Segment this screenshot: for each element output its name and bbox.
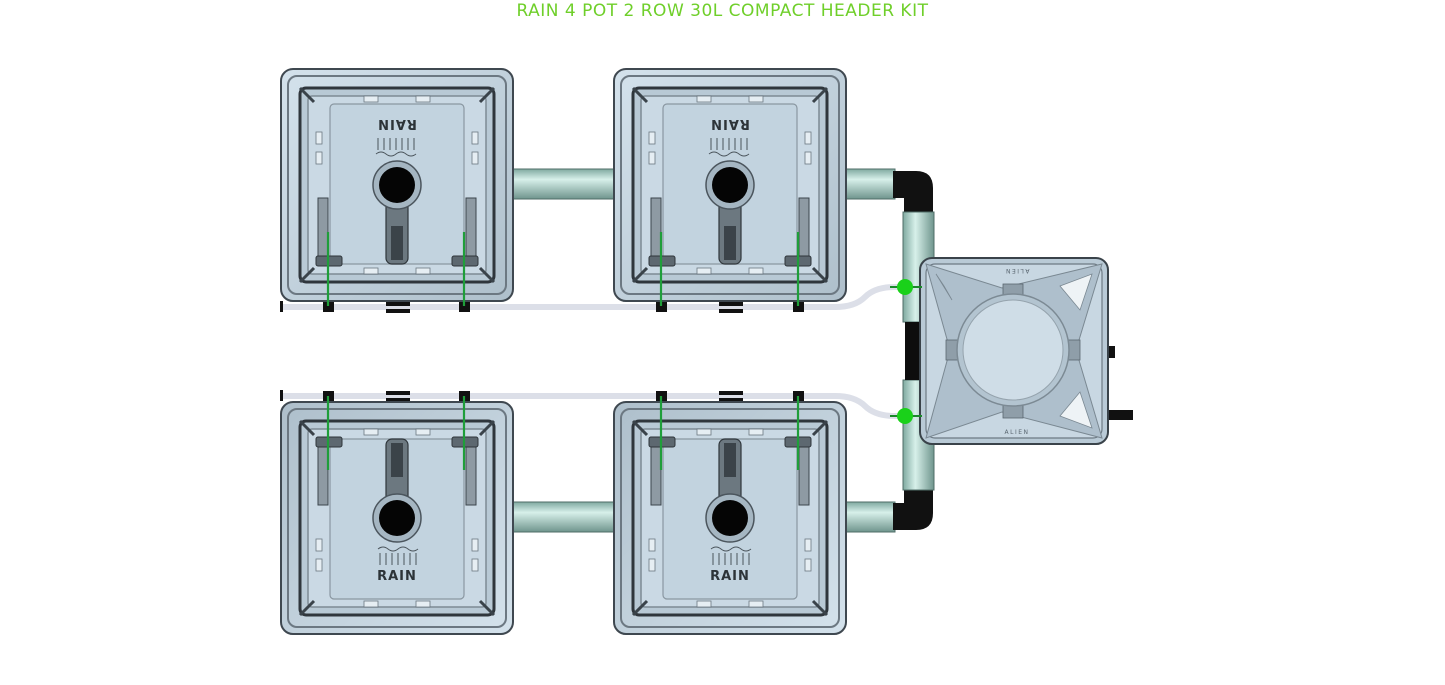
pot-bottom-right: RAIN: [612, 400, 848, 636]
pot-label-text: RAIN: [377, 569, 417, 584]
pot-top-left: RAIN: [279, 67, 515, 303]
feed-hose-top: [282, 284, 906, 310]
pot-label-text: RAIN: [710, 569, 750, 584]
elbow-top: [893, 171, 933, 216]
brain-brand-bottom: ALIEN: [1005, 429, 1030, 436]
outlet-pipe-top: [842, 168, 896, 200]
kit-title: RAIN 4 POT 2 ROW 30L COMPACT HEADER KIT: [516, 1, 929, 21]
connector-pipe-top: [509, 168, 619, 200]
pot-label-text: RAIN: [710, 116, 750, 131]
dripper-fittings: [890, 279, 922, 424]
pot-label-text: RAIN: [377, 116, 417, 131]
drip-lines: [326, 232, 800, 470]
brain-brand-top: ALIEN: [1005, 267, 1030, 274]
pot-top-right: RAIN: [612, 67, 848, 303]
feed-hose-bottom: [282, 393, 906, 419]
elbow-bottom: [893, 485, 933, 530]
pot-bottom-left: RAIN: [279, 400, 515, 636]
outlet-pipe-bottom: [842, 501, 896, 533]
brain-unit: ALIEN ALIEN: [919, 257, 1133, 445]
connector-pipe-bottom: [509, 501, 619, 533]
